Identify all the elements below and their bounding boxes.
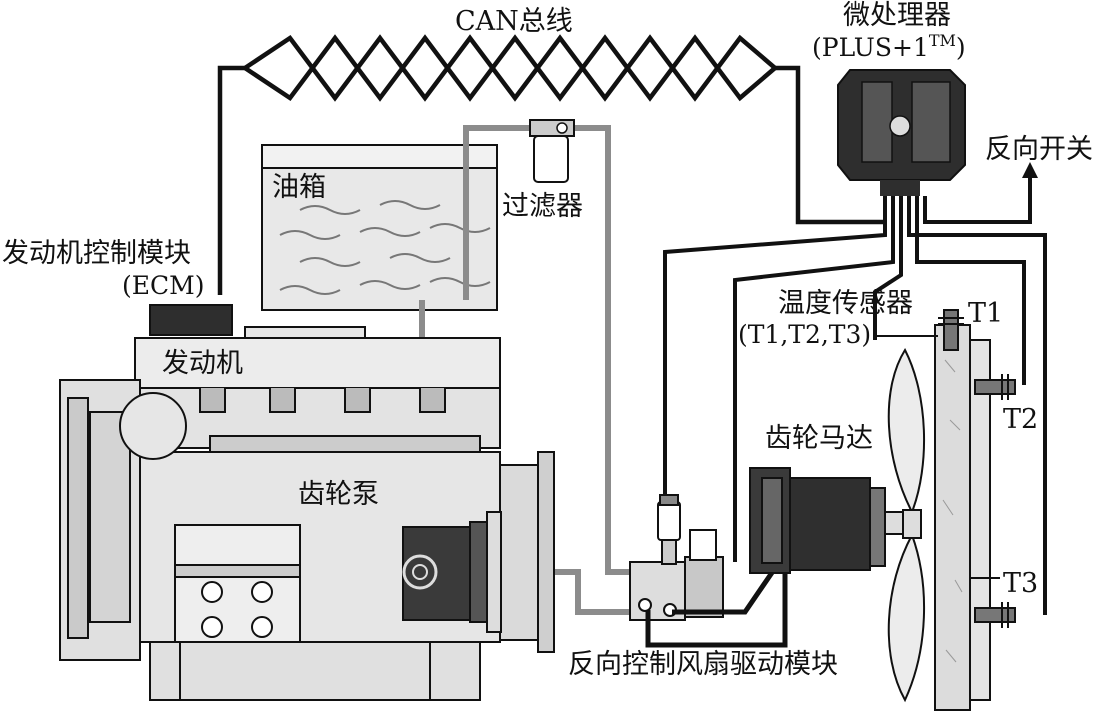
microprocessor-unit bbox=[837, 69, 966, 196]
filter-label: 过滤器 bbox=[502, 191, 583, 222]
gear-pump bbox=[402, 511, 502, 633]
ecm-label: 发动机控制模块 bbox=[2, 238, 191, 269]
reverse-switch-label: 反向开关 bbox=[985, 134, 1093, 165]
engine-label: 发动机 bbox=[162, 348, 243, 379]
ecm-unit bbox=[149, 304, 233, 336]
oil-tank bbox=[261, 144, 498, 311]
temp-sensor-label: 温度传感器 bbox=[778, 288, 913, 319]
engine bbox=[59, 326, 555, 701]
temp-sensor-ids: (T1,T2,T3) bbox=[738, 320, 871, 349]
microprocessor-logo-icon bbox=[889, 115, 911, 137]
reverse-switch-arrow-icon bbox=[1022, 162, 1038, 178]
temp-sensor-t2 bbox=[974, 374, 1016, 400]
t1-label: T1 bbox=[968, 298, 1003, 329]
wiring-harness bbox=[663, 170, 1047, 615]
gear-pump-label: 齿轮泵 bbox=[298, 479, 379, 510]
gear-motor bbox=[749, 467, 906, 574]
temp-sensor-t1 bbox=[938, 309, 964, 351]
can-bus bbox=[217, 34, 885, 295]
fan bbox=[887, 347, 926, 703]
gear-motor-label: 齿轮马达 bbox=[765, 423, 873, 454]
can-bus-label: CAN总线 bbox=[455, 6, 573, 37]
microprocessor-model: (PLUS+1TM) bbox=[812, 31, 966, 62]
microprocessor-label: 微处理器 bbox=[843, 0, 951, 31]
t2-label: T2 bbox=[1003, 404, 1038, 435]
motor-hoses bbox=[645, 556, 788, 648]
filter bbox=[529, 119, 575, 183]
ecm-abbr: (ECM) bbox=[122, 271, 204, 300]
t3-label: T3 bbox=[1003, 568, 1038, 599]
fan-drive-valve-block bbox=[629, 494, 724, 621]
oil-tank-label: 油箱 bbox=[272, 172, 326, 203]
temp-sensor-t3 bbox=[970, 577, 1016, 628]
fan-drive-module-label: 反向控制风扇驱动模块 bbox=[568, 649, 838, 680]
